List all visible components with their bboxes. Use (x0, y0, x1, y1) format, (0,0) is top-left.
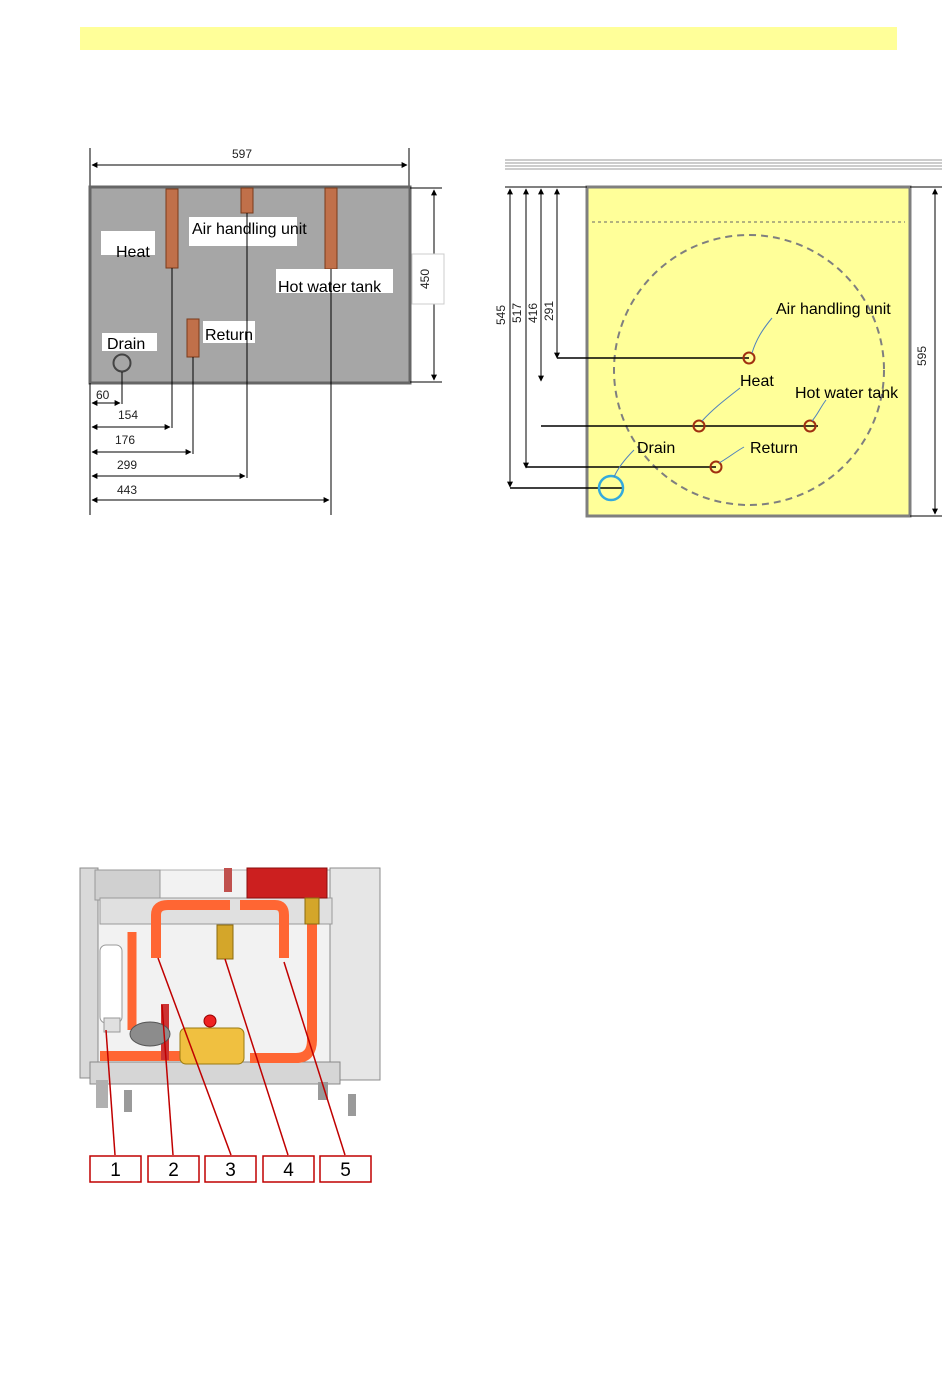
hot-water-tank-offset-label: 443 (117, 483, 137, 497)
return-offset-label: 176 (115, 433, 135, 447)
callout-label-3: 3 (225, 1160, 236, 1181)
side-air-handling-unit-label: Air handling unit (192, 221, 307, 238)
side-heat-label: Heat (116, 244, 150, 261)
air-handling-unit-pipe-stub (241, 188, 253, 213)
callout-label-4: 4 (283, 1160, 294, 1181)
callout-label-1: 1 (110, 1160, 121, 1181)
valve-knob (204, 1015, 216, 1027)
hot-water-tank-pipe-stub (325, 188, 337, 269)
side-hot-water-tank-label: Hot water tank (278, 279, 382, 296)
drain-offset-label: 60 (96, 388, 110, 402)
pipe-connections-illustration: 1 2 3 4 5 (80, 868, 380, 1182)
drain-depth-label: 545 (494, 305, 508, 325)
valve-body (180, 1028, 244, 1064)
top-air-handling-unit-label: Air handling unit (776, 301, 891, 318)
return-pipe-stub (187, 319, 199, 357)
top-return-label: Return (750, 440, 798, 457)
depth-dimension-label: 450 (418, 269, 432, 289)
brass-fitting (217, 925, 233, 959)
callout-label-5: 5 (340, 1160, 351, 1181)
total-height-label: 595 (915, 346, 929, 366)
side-return-label: Return (205, 327, 253, 344)
callout-label-2: 2 (168, 1160, 179, 1181)
width-dimension-label: 597 (232, 147, 252, 161)
heat-depth-label: 416 (526, 303, 540, 323)
heat-pipe-stub (166, 189, 178, 268)
air-handling-unit-offset-label: 299 (117, 458, 137, 472)
filter-canister (100, 945, 122, 1023)
return-depth-label: 517 (510, 303, 524, 323)
top-view-diagram: 545 517 416 291 595 Air handling unit He… (494, 160, 942, 516)
top-hot-water-tank-label: Hot water tank (795, 385, 899, 402)
side-view-diagram: 597 450 Heat Air handling unit Hot water… (90, 147, 444, 515)
heat-offset-label: 154 (118, 408, 138, 422)
side-drain-label: Drain (107, 336, 145, 353)
top-heat-label: Heat (740, 373, 774, 390)
air-handling-unit-depth-label: 291 (542, 301, 556, 321)
top-drain-label: Drain (637, 440, 675, 457)
